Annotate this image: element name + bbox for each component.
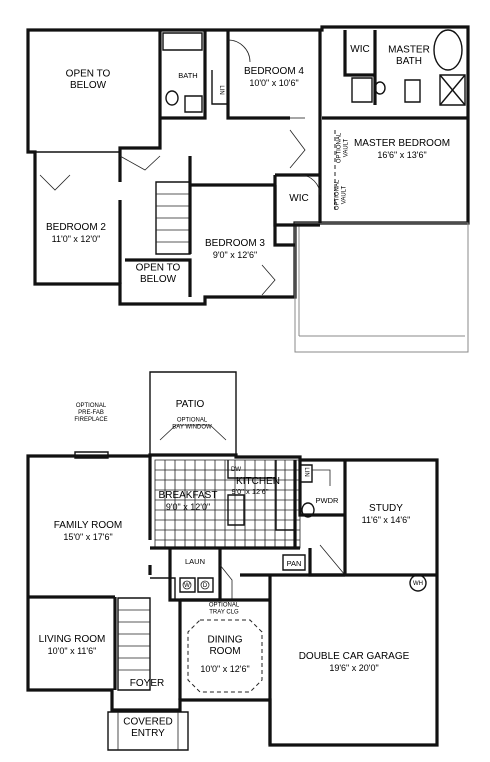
upper-floor [26, 25, 470, 353]
pwdr-label: PWDR [316, 496, 339, 505]
study-label: STUDY [369, 503, 403, 514]
breakfast-size: 9'0" x 12'0" [166, 502, 210, 512]
dw-label: DW [231, 467, 241, 473]
double-car-garage-label: DOUBLE CAR GARAGE [299, 651, 410, 662]
bedroom-2-size: 11'0" x 12'0" [52, 234, 101, 244]
dining-room-size: 10'0" x 12'6" [200, 664, 249, 674]
breakfast-label: BREAKFAST [159, 490, 218, 501]
family-room-size: 15'0" x 17'6" [63, 532, 112, 542]
study-size: 11'6" x 14'6" [362, 515, 411, 525]
wic-1-label: WIC [350, 44, 369, 55]
washer-label: W [184, 583, 190, 589]
lin-upper-label: LIN [218, 85, 224, 94]
optional-vault-2-label: OPTIONALVAULT [335, 179, 348, 210]
living-room-size: 10'0" x 11'6" [48, 646, 97, 656]
bath-label: BATH [178, 71, 197, 80]
pantry-label: PAN [287, 559, 302, 568]
bedroom-3-size: 9'0" x 12'6" [213, 250, 257, 260]
dryer-label: D [203, 583, 208, 589]
double-car-garage-size: 19'6" x 20'0" [329, 663, 378, 673]
master-bedroom-label: MASTER BEDROOM [354, 138, 450, 149]
patio-label: PATIO [176, 399, 205, 410]
foyer-label: FOYER [130, 678, 164, 689]
water-heater-label: WH [413, 581, 423, 587]
master-bedroom-size: 16'6" x 13'6" [377, 150, 426, 160]
optional-vault-1-label: OPTIONALVAULT [337, 132, 350, 163]
family-room-label: FAMILY ROOM [54, 520, 123, 531]
living-room-label: LIVING ROOM [39, 634, 106, 645]
bedroom-3-label: BEDROOM 3 [205, 238, 265, 249]
lower-floor [26, 371, 439, 751]
bedroom-4-label: BEDROOM 4 [244, 66, 304, 77]
lin-lower-label: LIN [303, 467, 309, 476]
laundry-label: LAUN [185, 557, 205, 566]
wic-2-label: WIC [289, 193, 308, 204]
kitchen-label: KITCHEN [236, 476, 280, 487]
bedroom-2-label: BEDROOM 2 [46, 222, 106, 233]
bedroom-4-size: 10'0" x 10'6" [249, 78, 298, 88]
kitchen-size: 9'0" x 12'6" [232, 487, 269, 496]
